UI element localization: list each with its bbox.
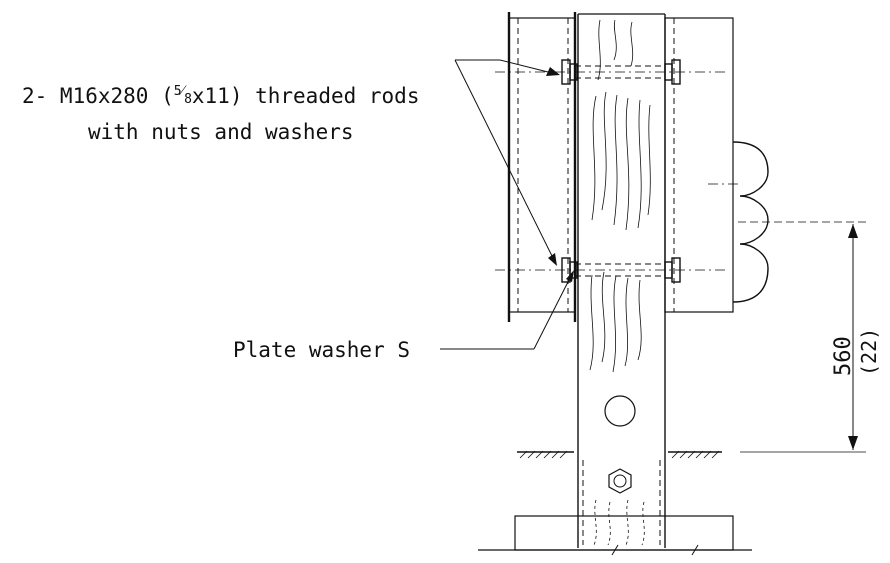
w-beam-rail [708, 141, 769, 303]
rods-leader [454, 59, 560, 266]
dimension-value: 560 [831, 336, 856, 376]
ground-and-footing [478, 450, 752, 556]
threaded-rod-lower [495, 59, 728, 85]
dimension-value-alt: (22) [857, 328, 881, 376]
threaded-rod-upper [495, 257, 728, 283]
rods-label-line2: with nuts and washers [88, 120, 354, 144]
wood-post [577, 13, 666, 548]
rods-label-line1: 2- M16x280 (5⁄8x11) threaded rods [22, 81, 419, 108]
height-dimension [738, 221, 866, 453]
right-blockout [664, 17, 734, 313]
plate-washer-label: Plate washer S [233, 338, 410, 362]
left-blockout [507, 12, 577, 322]
plate-washer-leader [440, 270, 574, 350]
